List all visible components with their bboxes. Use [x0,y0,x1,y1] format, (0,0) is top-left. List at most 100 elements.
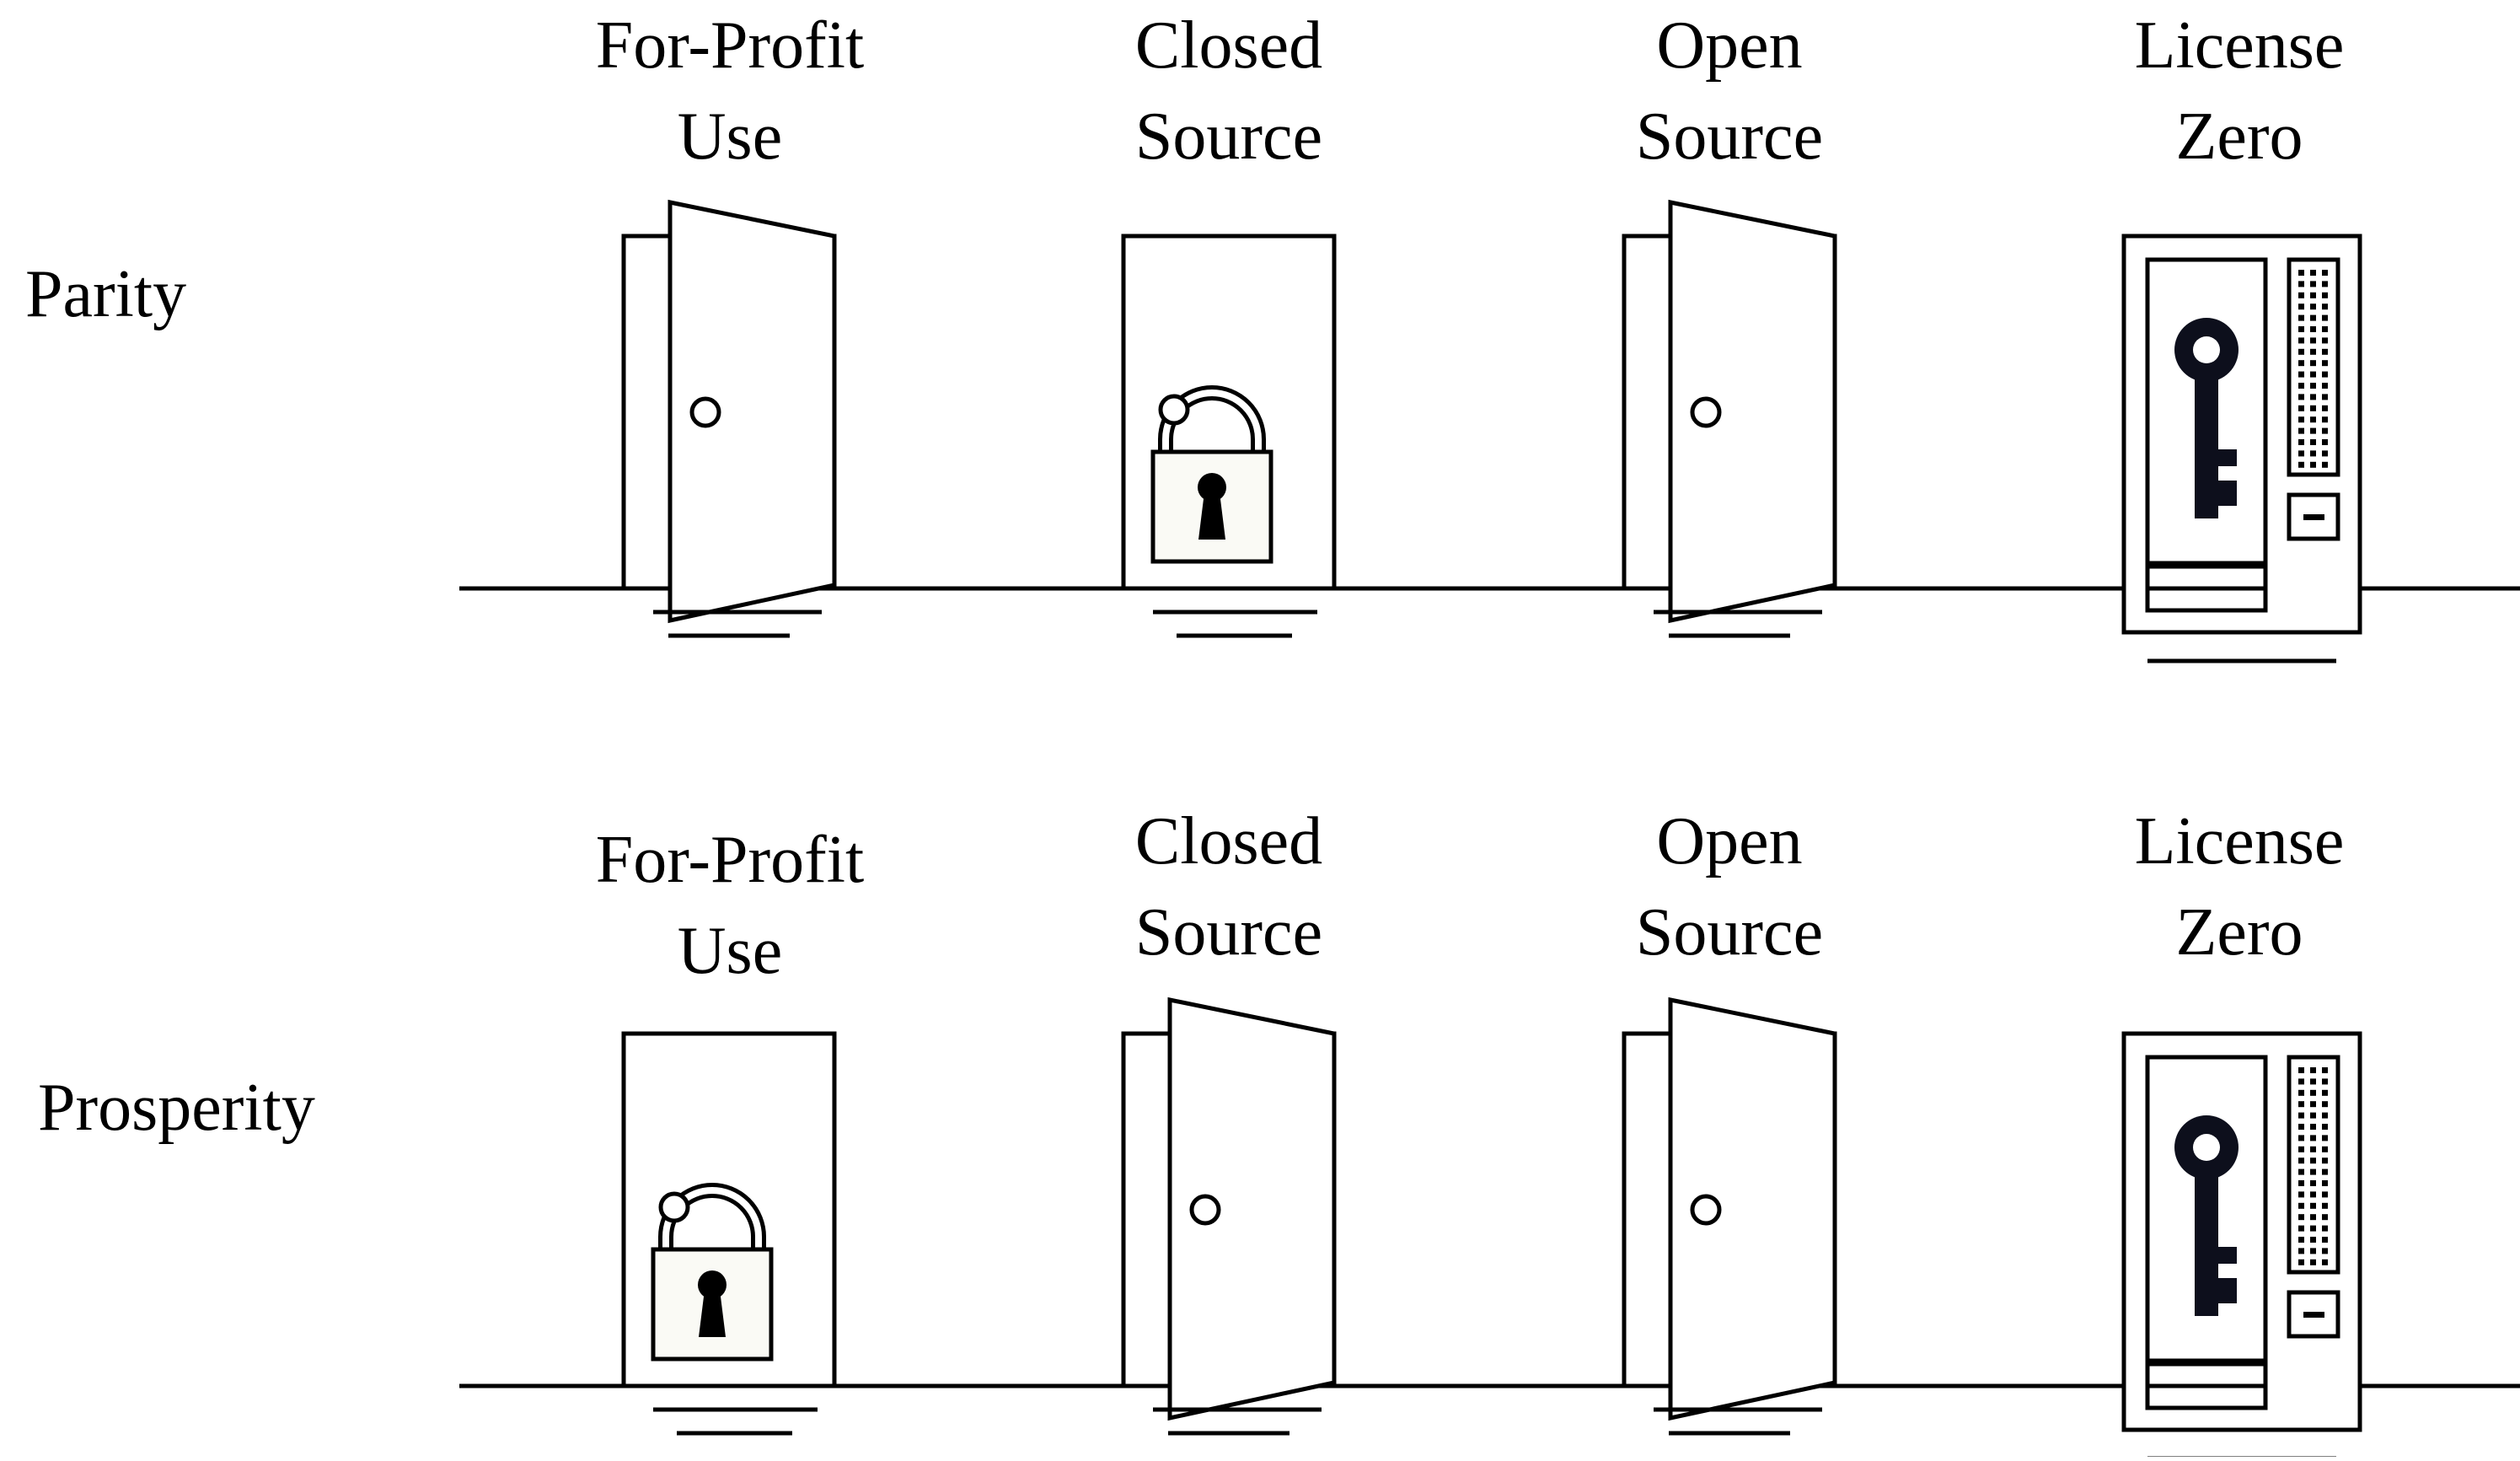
column-closed-source: Closed Source [1121,8,1337,638]
keypad-dot [2310,1078,2316,1085]
keypad-dot [2322,1089,2328,1096]
keypad-dot [2310,1168,2316,1175]
column-title-line-1: Closed [1135,804,1322,878]
keypad-dot [2298,1089,2304,1096]
key-vending-machine-icon [2121,1031,2362,1461]
keypad-dot [2298,1124,2304,1130]
keypad-dot [2310,1067,2316,1073]
keypad-dot [2310,427,2316,434]
keypad-dot [2322,1135,2328,1141]
keypad-dot [2310,1225,2316,1232]
keypad-dot [2322,1078,2328,1085]
keypad-dot [2298,326,2304,332]
keypad-dot [2322,416,2328,423]
keypad-dot [2298,1146,2304,1152]
keypad-dot [2298,281,2304,287]
keypad-dot [2310,461,2316,468]
column-open-source: Open Source [1622,8,1837,638]
key-tooth [2215,481,2237,506]
keypad-dot [2310,1180,2316,1186]
column-for-profit-use: For-Profit Use [596,823,864,1436]
keypad-dot [2298,394,2304,400]
keypad-dot [2322,1248,2328,1254]
keypad-dot [2298,405,2304,411]
keypad-dot [2298,371,2304,378]
door-panel [668,199,837,624]
keypad-dot [2298,1078,2304,1085]
row-parity: Parity For-Profit Use Closed Source Open… [25,8,2520,663]
keypad-dot [2322,1158,2328,1164]
keypad-dot [2310,303,2316,310]
keypad-dot [2322,371,2328,378]
door-knob [689,396,721,428]
keypad-dot [2322,1214,2328,1221]
column-title-line-1: For-Profit [596,8,864,83]
keypad-dot [2310,394,2316,400]
keypad-dots [2298,270,2328,468]
column-for-profit-use: For-Profit Use [596,8,864,638]
keypad-dot [2310,360,2316,367]
coin-slot-opening [2303,1312,2324,1318]
keyhole-slot [699,1290,726,1337]
keypad-dot [2298,461,2304,468]
key-vending-machine-icon [2121,234,2362,663]
keypad-dot [2310,371,2316,378]
keypad-dot [2298,360,2304,367]
keypad-dot [2310,1259,2316,1265]
keypad-dot [2298,1191,2304,1198]
column-title-line-1: License [2135,8,2345,83]
keypad-dot [2322,360,2328,367]
keypad-dot [2322,337,2328,344]
locked-door-icon [621,1031,837,1436]
keypad-dot [2322,1146,2328,1152]
keypad-dot [2310,281,2316,287]
keypad-dot [2310,337,2316,344]
keypad-dot [2310,1124,2316,1130]
keypad-dot [2310,1237,2316,1243]
keypad-dot [2310,1248,2316,1254]
key-tooth [2215,449,2237,466]
key-bow-hole [2193,1134,2220,1161]
door-knob [1189,1194,1221,1226]
keypad-dot [2322,314,2328,321]
keypad-dot [2298,1112,2304,1119]
keypad-dot [2298,337,2304,344]
keypad-dot [2310,383,2316,389]
keypad-dot [2322,1202,2328,1209]
keypad-dot [2298,1101,2304,1108]
keypad-dot [2298,1135,2304,1141]
keypad-dot [2322,450,2328,457]
column-closed-source: Closed Source [1121,804,1337,1436]
coin-slot [2287,1290,2340,1339]
keypad-dot [2322,405,2328,411]
open-door-icon [1622,996,1837,1436]
keypad-dot [2298,439,2304,445]
door-knob [1690,396,1722,428]
keypad-dot [2322,439,2328,445]
keypad-dot [2310,292,2316,298]
column-license-zero: License Zero [2121,804,2362,1461]
keypad-dot [2310,1089,2316,1096]
keypad-dot [2322,1237,2328,1243]
keypad-dot [2298,1237,2304,1243]
keypad-dot [2322,1067,2328,1073]
padlock-icon [1150,385,1273,564]
column-title-line-1: For-Profit [596,823,864,897]
keypad-dot [2322,281,2328,287]
keypad-dot [2322,303,2328,310]
row-label-parity: Parity [25,257,186,331]
padlock-icon [651,1183,774,1362]
column-title-line-2: Source [1135,99,1322,174]
key-tooth [2215,1278,2237,1303]
column-title-line-1: Closed [1135,8,1322,83]
door-panel [1668,199,1837,624]
column-title-line-1: License [2135,804,2345,878]
keypad-dot [2322,394,2328,400]
keypad-dot [2298,1180,2304,1186]
key-tooth [2215,1247,2237,1264]
keypad-dot [2310,1214,2316,1221]
keypad-dot [2322,1168,2328,1175]
keypad-dot [2322,1101,2328,1108]
keypad-dot [2322,427,2328,434]
